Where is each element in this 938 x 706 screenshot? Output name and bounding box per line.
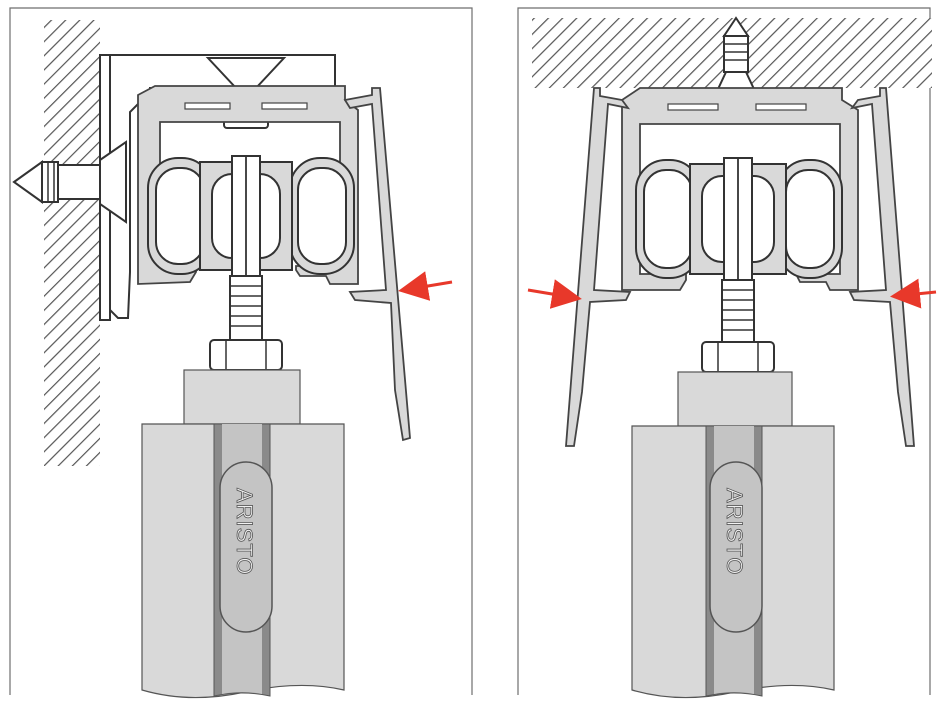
- wall-hatch: [44, 20, 100, 466]
- cover-profile: [343, 87, 411, 442]
- door-head: [183, 369, 301, 425]
- brand-plate: [709, 461, 763, 633]
- brand-plate: [219, 461, 273, 633]
- threaded-rod: [721, 279, 755, 343]
- door-head: [677, 371, 793, 427]
- arrow-left: [527, 279, 582, 309]
- panel-ceiling-mount: ARISTO: [517, 7, 937, 699]
- panel-frame: [9, 7, 473, 695]
- arrow-right: [398, 271, 453, 301]
- cover-profile-left: [565, 87, 632, 447]
- brand-label: ARISTO: [232, 488, 257, 576]
- panel-frame: [517, 7, 931, 695]
- threaded-rod: [229, 275, 263, 341]
- hex-nut: [701, 341, 775, 373]
- brand-label: ARISTO: [722, 488, 747, 576]
- hex-nut: [209, 339, 283, 371]
- wall-screw: [12, 140, 127, 224]
- cover-profile-right: [848, 87, 915, 447]
- panel-wall-mount: ARISTO: [9, 7, 473, 699]
- arrow-right: [890, 278, 937, 309]
